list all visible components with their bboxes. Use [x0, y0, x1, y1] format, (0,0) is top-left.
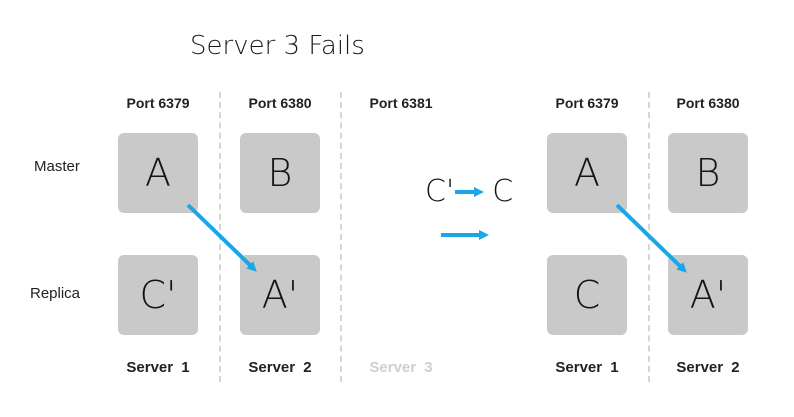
- server-label-2: Server 2: [248, 359, 312, 376]
- promotion-to: C: [492, 174, 514, 209]
- port-label-6380: Port 6380: [248, 95, 312, 111]
- replication-arrow-right: [615, 203, 687, 273]
- row-label-replica: Replica: [30, 285, 81, 302]
- promotion-from: C': [425, 174, 455, 209]
- node-box-s2-master: B: [668, 133, 748, 213]
- node-box-s1-master: A: [118, 133, 198, 213]
- node-box-s2-master: B: [240, 133, 320, 213]
- node-box-s1-replica: C: [547, 255, 627, 335]
- promotion-label: C' C: [425, 174, 513, 209]
- page-title: Server 3 Fails: [190, 31, 365, 61]
- server-label-3-failed: Server 3: [369, 359, 433, 376]
- replication-arrow-left: [186, 203, 257, 272]
- divider: [340, 92, 342, 382]
- row-label-master: Master: [34, 158, 80, 175]
- port-label-6379: Port 6379: [126, 95, 190, 111]
- node-box-s2-replica: A': [668, 255, 748, 335]
- server-label-1: Server 1: [126, 359, 190, 376]
- port-label-6381: Port 6381: [369, 95, 433, 111]
- node-box-s1-master: A: [547, 133, 627, 213]
- server-label-2: Server 2: [676, 359, 740, 376]
- server-label-1: Server 1: [555, 359, 619, 376]
- port-label-6379: Port 6379: [555, 95, 619, 111]
- port-label-6380: Port 6380: [676, 95, 740, 111]
- node-box-s1-replica: C': [118, 255, 198, 335]
